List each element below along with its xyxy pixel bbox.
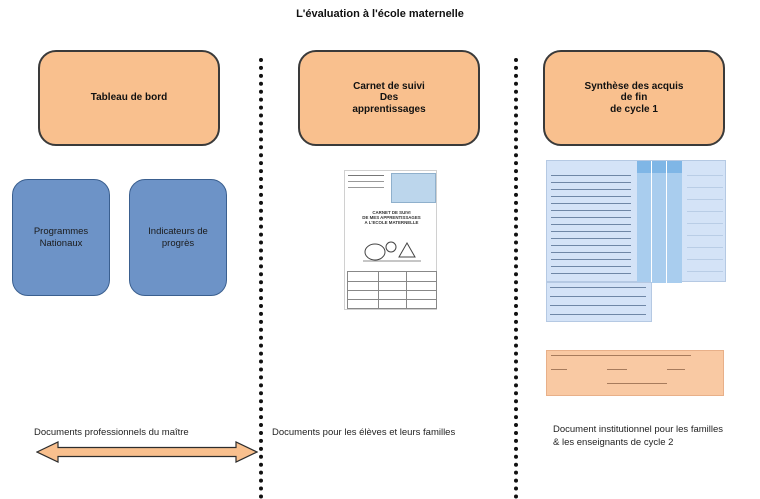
- caption-documents-professionnels: Documents professionnels du maître: [34, 427, 189, 438]
- header-box-tableau-de-bord: Tableau de bord: [38, 50, 220, 146]
- synthese-text-rows: [551, 175, 631, 279]
- carnet-doc-title: CARNET DE SUIVI DE MES APPRENTISSAGES A …: [362, 210, 421, 225]
- synthese-orange-strip: [546, 350, 724, 396]
- divider-left: [259, 58, 263, 499]
- carnet-name-lines: [348, 175, 384, 188]
- carnet-document-thumbnail: CARNET DE SUIVI DE MES APPRENTISSAGES A …: [344, 170, 437, 310]
- synthese-header-cells: [637, 161, 682, 173]
- divider-right: [514, 58, 518, 499]
- synthese-document-thumbnail: [546, 160, 726, 283]
- box-indicateurs-de-progres: Indicateurs de progrès: [129, 179, 227, 296]
- carnet-table: [347, 271, 437, 309]
- box-programmes-nationaux: Programmes Nationaux: [12, 179, 110, 296]
- caption-document-institutionnel: Document institutionnel pour les famille…: [553, 424, 724, 448]
- carnet-photo-box: [391, 173, 436, 203]
- carnet-illustration: [363, 241, 421, 262]
- synthese-bottom-table: [546, 282, 652, 322]
- caption-documents-eleves: Documents pour les élèves et leurs famil…: [272, 427, 456, 438]
- header-box-carnet-de-suivi: Carnet de suivi Des apprentissages: [298, 50, 480, 146]
- diagram-title: L'évaluation à l'école maternelle: [296, 8, 464, 20]
- synthese-grid-columns: [637, 173, 682, 283]
- header-box-synthese-des-acquis: Synthèse des acquis de fin de cycle 1: [543, 50, 725, 146]
- synthese-right-rows: [687, 175, 723, 279]
- double-arrow: [36, 441, 258, 463]
